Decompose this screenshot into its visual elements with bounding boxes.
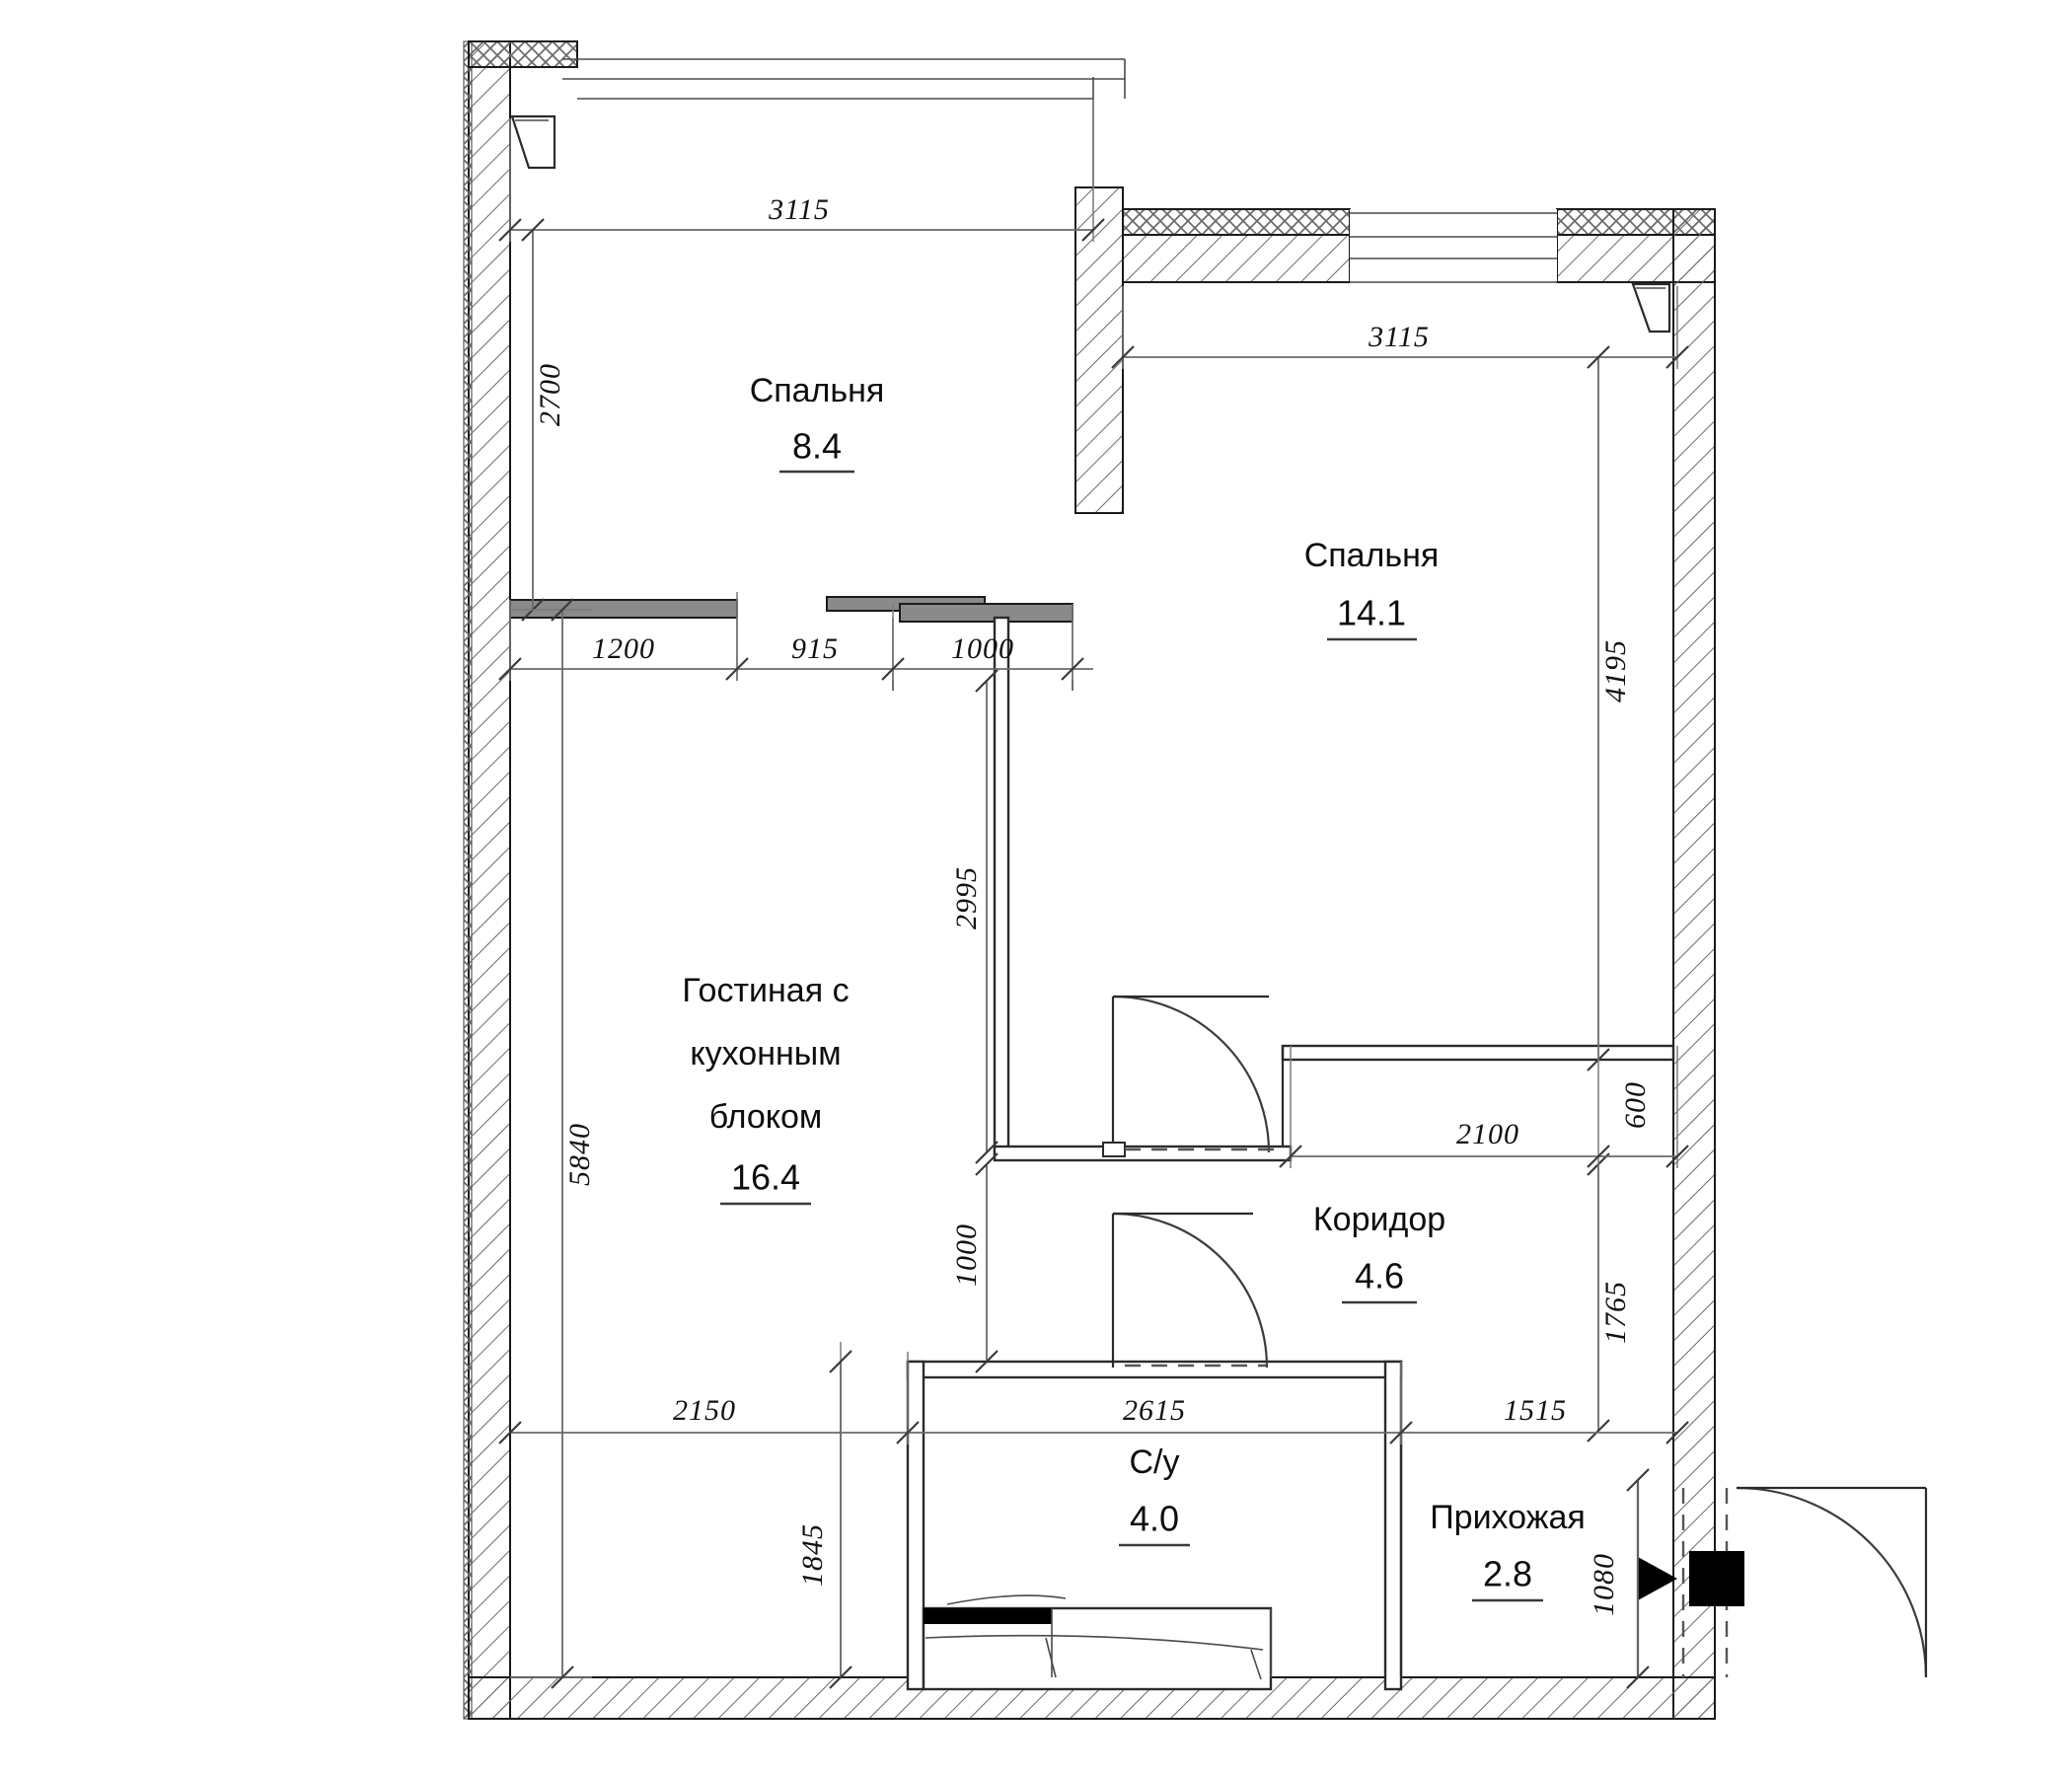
wall-left-exterior: [468, 40, 511, 1720]
room-label-bedroom-small-area: 8.4: [792, 426, 842, 467]
door-hardware-block: [1689, 1551, 1744, 1606]
wall-living-corridor-vertical: [993, 616, 1010, 1160]
dim-label-1515: 1515: [1504, 1394, 1567, 1427]
wall-bathroom-left: [906, 1360, 925, 1691]
dim-label-top-right-3115: 3115: [1368, 321, 1430, 353]
dim-label-2615: 2615: [1123, 1394, 1186, 1427]
dim-label-top-left-3115: 3115: [768, 193, 830, 226]
bathroom-fixtures: [922, 1594, 1273, 1691]
wall-between-bedrooms-upper: [1074, 186, 1124, 514]
dim-label-1200: 1200: [592, 632, 655, 665]
dim-label-915: 915: [791, 632, 839, 665]
room-label-bathroom-name: С/у: [1130, 1443, 1180, 1481]
interior-partitions: [509, 596, 1675, 1691]
dim-label-1845: 1845: [796, 1523, 829, 1587]
dimension-labels: 3115 3115 2700 5840 4195 1765 1080 1200 …: [534, 193, 1652, 1616]
wall-top-right-left-pier-inner: [1122, 234, 1351, 283]
bathtub-rim-detail: [924, 1608, 1052, 1624]
wall-corridor-top: [1281, 1044, 1675, 1062]
door-leaf-balcony-small-bedroom: [510, 114, 556, 170]
wall-bathroom-top: [906, 1360, 1403, 1379]
room-label-hallway-area: 2.8: [1483, 1554, 1532, 1594]
room-label-living-area: 16.4: [731, 1157, 800, 1198]
wall-bathroom-right: [1383, 1360, 1403, 1691]
dimension-lines: [498, 99, 1689, 1689]
dim-label-5840: 5840: [563, 1123, 596, 1186]
exterior-walls: [463, 40, 1716, 1720]
door-leaf-balcony-large-bedroom: [1631, 282, 1671, 333]
wall-left-insulation: [463, 40, 473, 1720]
dim-label-2150: 2150: [673, 1394, 736, 1427]
wall-top-right-left-pier: [1122, 208, 1351, 236]
dim-label-2995: 2995: [950, 866, 983, 929]
window-bedroom-large-top: [1350, 209, 1557, 283]
wall-top-left-segment: [468, 40, 578, 68]
door-entrance[interactable]: [1638, 1486, 1928, 1678]
dim-label-1765: 1765: [1599, 1281, 1632, 1344]
dim-label-600: 600: [1619, 1081, 1652, 1129]
room-label-living-name-3: блоком: [709, 1098, 823, 1136]
door-swings: [1102, 995, 1928, 1678]
room-labels: Спальня 8.4 Спальня 14.1 Гостиная с кухо…: [682, 372, 1586, 1602]
dim-label-2100: 2100: [1456, 1118, 1519, 1150]
door-bathroom[interactable]: [1111, 1212, 1269, 1369]
room-label-corridor-name: Коридор: [1313, 1201, 1445, 1238]
door-direction-arrow: [1638, 1557, 1677, 1600]
window-bedroom-small-top: [562, 58, 1126, 187]
dim-label-4195: 4195: [1599, 639, 1632, 703]
room-label-living-name-1: Гостиная с: [682, 972, 849, 1009]
dim-label-1000: 1000: [951, 632, 1014, 665]
wall-right-exterior: [1672, 208, 1716, 1720]
room-label-bedroom-large-name: Спальня: [1304, 537, 1440, 574]
room-label-hallway-name: Прихожая: [1430, 1499, 1586, 1536]
dim-label-1080: 1080: [1588, 1553, 1620, 1616]
wall-small-bedroom-bottom-right: [899, 603, 1073, 623]
wall-small-bedroom-bottom-left: [509, 599, 738, 619]
dim-label-1000-lower: 1000: [950, 1223, 983, 1287]
room-label-bedroom-large-area: 14.1: [1337, 593, 1406, 633]
room-label-bathroom-area: 4.0: [1130, 1499, 1179, 1539]
room-label-living-name-2: кухонным: [690, 1035, 841, 1073]
room-label-bedroom-small-name: Спальня: [750, 372, 885, 409]
room-label-corridor-area: 4.6: [1355, 1256, 1404, 1296]
door-corridor-to-bedroom[interactable]: [1102, 995, 1283, 1157]
dim-label-2700: 2700: [534, 363, 566, 426]
